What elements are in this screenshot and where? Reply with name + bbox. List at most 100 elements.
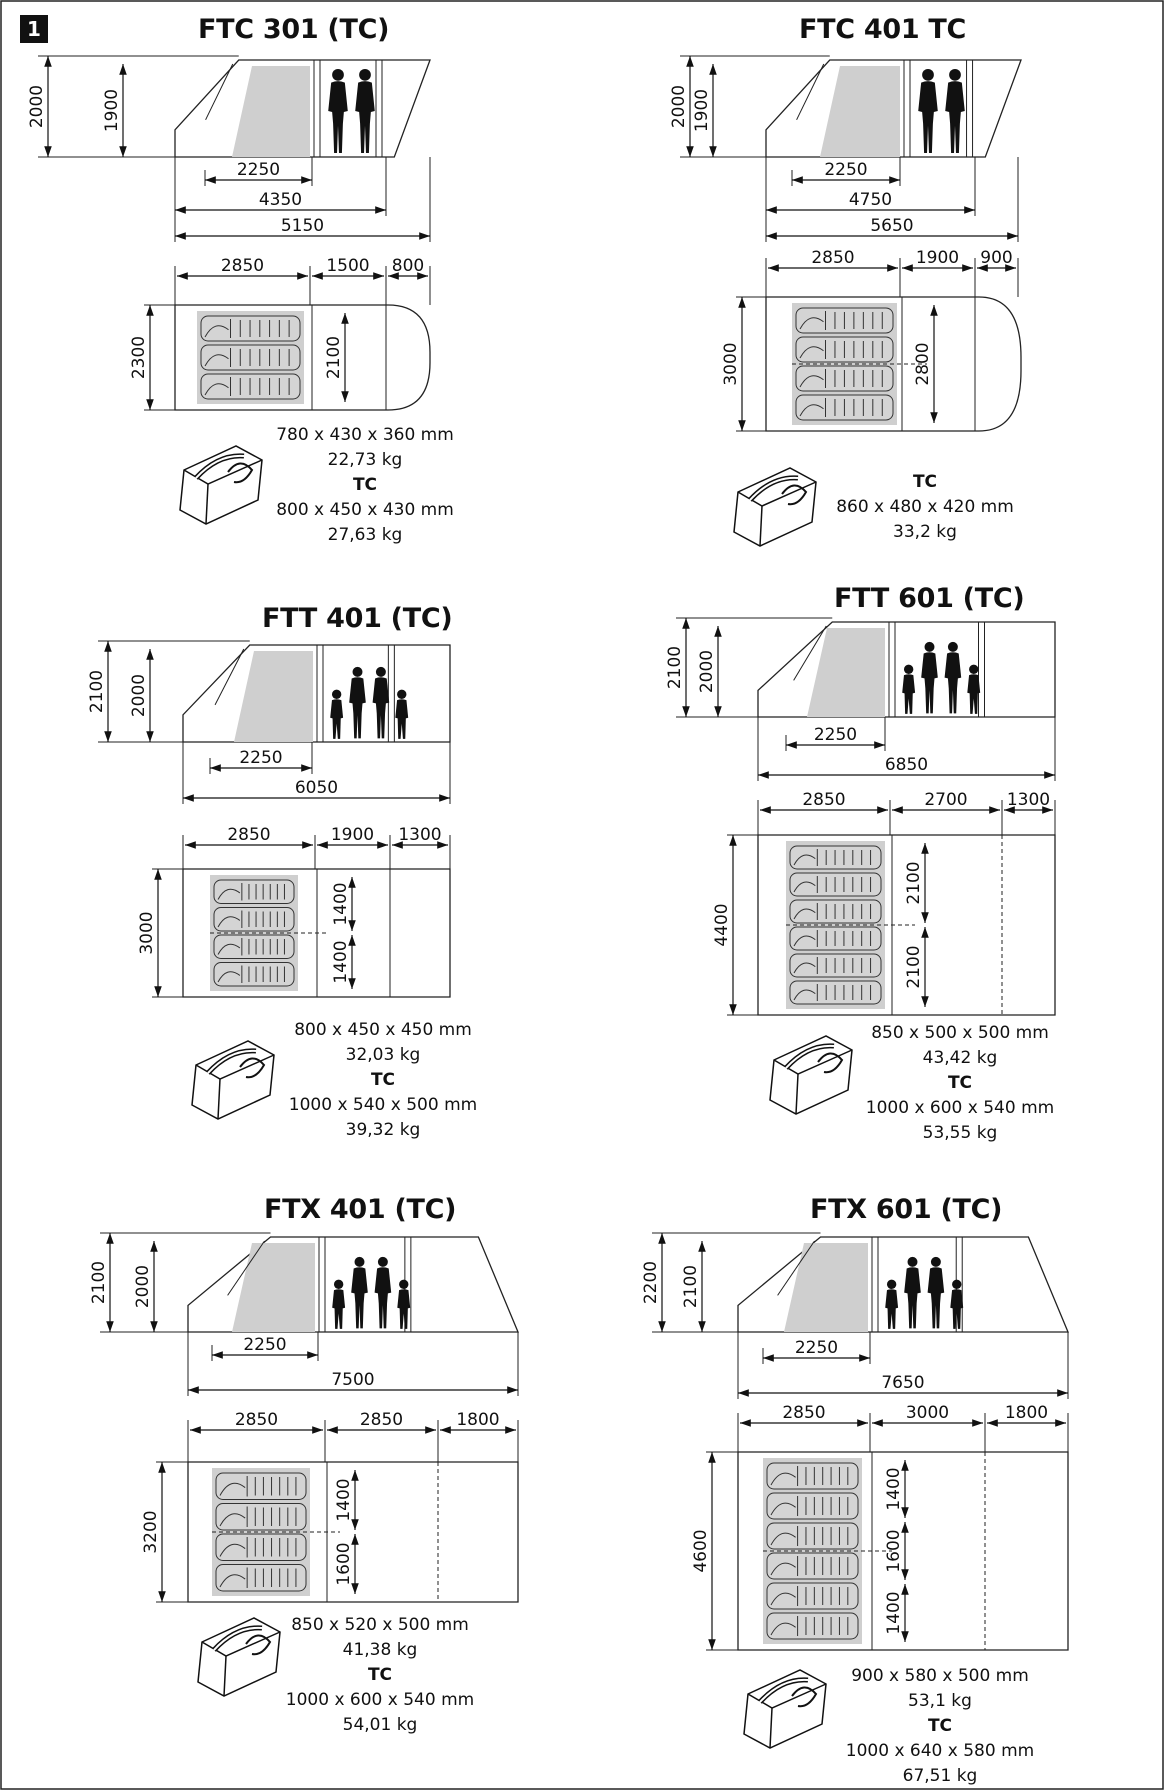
pack-std-dims: 800 x 450 x 450 mm bbox=[294, 1020, 472, 1040]
unit-title-ftt-601: FTT 601 (TC) bbox=[834, 583, 1025, 614]
dimension-label: 2000 bbox=[27, 85, 47, 128]
dimension-label: 2850 bbox=[811, 248, 854, 268]
dimension-label: 4600 bbox=[691, 1529, 711, 1572]
dimension-label: 7500 bbox=[331, 1370, 374, 1390]
dimension-label: 2100 bbox=[904, 945, 924, 988]
dimension-label: 1500 bbox=[326, 256, 369, 276]
pack-spec-ftt-601: 850 x 500 x 500 mm 43,42 kg TC 1000 x 60… bbox=[855, 1021, 1065, 1146]
dimension-label: 3000 bbox=[906, 1403, 949, 1423]
dimension-label: 2300 bbox=[129, 336, 149, 379]
pack-tc-weight: 67,51 kg bbox=[902, 1766, 978, 1786]
dimension-label: 2100 bbox=[87, 670, 107, 713]
dimension-label: 900 bbox=[980, 248, 1012, 268]
dimension-label: 2200 bbox=[641, 1261, 661, 1304]
inner-tent-panel bbox=[234, 651, 313, 742]
pack-tc-dims: 860 x 480 x 420 mm bbox=[836, 497, 1014, 517]
unit-title-ftx-401: FTX 401 (TC) bbox=[264, 1194, 457, 1225]
sleeping-bag-icon bbox=[789, 845, 882, 870]
dimension-label: 6050 bbox=[295, 778, 338, 798]
pack-tc-dims: 1000 x 540 x 500 mm bbox=[288, 1095, 478, 1115]
dimension-label: 3200 bbox=[141, 1510, 161, 1553]
dimension-label: 1400 bbox=[334, 1478, 354, 1521]
dimension-label: 2250 bbox=[239, 748, 282, 768]
dimension-label: 2800 bbox=[913, 342, 933, 385]
dimension-label: 1800 bbox=[1005, 1403, 1048, 1423]
sleeping-bag-icon bbox=[789, 872, 882, 897]
pack-tc-dims: 1000 x 600 x 540 mm bbox=[865, 1098, 1055, 1118]
pack-std-weight: 43,42 kg bbox=[922, 1048, 998, 1068]
dimension-label: 6850 bbox=[885, 755, 928, 775]
pack-tc-label: TC bbox=[927, 1716, 953, 1736]
unit-title-ftx-601: FTX 601 (TC) bbox=[810, 1194, 1003, 1225]
sleeping-bag-icon bbox=[213, 879, 295, 904]
sleeping-bag-icon bbox=[789, 899, 882, 924]
carry-bag-icon bbox=[191, 1040, 275, 1120]
dimension-label: 2100 bbox=[904, 861, 924, 904]
sleeping-bag-icon bbox=[766, 1462, 859, 1490]
dimension-label: 1800 bbox=[456, 1410, 499, 1430]
sleeping-bag-icon bbox=[215, 1564, 307, 1592]
dimension-label: 2850 bbox=[221, 256, 264, 276]
sleeping-bag-icon bbox=[789, 926, 882, 951]
carry-bag-icon bbox=[197, 1617, 281, 1697]
inner-tent-panel bbox=[784, 1243, 868, 1332]
dimension-label: 2100 bbox=[89, 1261, 109, 1304]
unit-title-ftt-401: FTT 401 (TC) bbox=[262, 603, 453, 634]
dimension-label: 2700 bbox=[924, 790, 967, 810]
pack-std-weight: 22,73 kg bbox=[327, 450, 403, 470]
pack-tc-weight: 27,63 kg bbox=[327, 525, 403, 545]
pack-std-dims: 900 x 580 x 500 mm bbox=[851, 1666, 1029, 1686]
dimension-label: 2250 bbox=[237, 160, 280, 180]
pack-std-dims: 850 x 520 x 500 mm bbox=[291, 1615, 469, 1635]
sleeping-bag-icon bbox=[215, 1503, 307, 1531]
carry-bag-icon bbox=[743, 1669, 827, 1749]
pack-std-dims: 850 x 500 x 500 mm bbox=[871, 1023, 1049, 1043]
dimension-label: 2850 bbox=[802, 790, 845, 810]
pack-std-dims: 780 x 430 x 360 mm bbox=[276, 425, 454, 445]
pack-tc-dims: 800 x 450 x 430 mm bbox=[276, 500, 454, 520]
sleeping-bag-icon bbox=[766, 1582, 859, 1610]
dimension-label: 1400 bbox=[884, 1591, 904, 1634]
inner-tent-panel bbox=[807, 628, 885, 717]
sleeping-bag-icon bbox=[215, 1472, 307, 1500]
dimension-label: 2850 bbox=[227, 825, 270, 845]
dimension-label: 2000 bbox=[129, 674, 149, 717]
dimension-label: 800 bbox=[392, 256, 424, 276]
dimension-label: 1900 bbox=[331, 825, 374, 845]
sleeping-bag-icon bbox=[213, 907, 295, 932]
inner-tent-panel bbox=[232, 1243, 315, 1332]
dimension-label: 2850 bbox=[360, 1410, 403, 1430]
page-number-badge: 1 bbox=[20, 15, 48, 43]
pack-tc-weight: 33,2 kg bbox=[893, 522, 957, 542]
pack-spec-ftx-401: 850 x 520 x 500 mm 41,38 kg TC 1000 x 60… bbox=[275, 1613, 485, 1738]
sleeping-bag-icon bbox=[200, 344, 301, 371]
dimension-label: 2100 bbox=[324, 336, 344, 379]
dimension-label: 2000 bbox=[133, 1265, 153, 1308]
pack-spec-ftc-301: 780 x 430 x 360 mm 22,73 kg TC 800 x 450… bbox=[265, 423, 465, 548]
dimension-label: 1300 bbox=[398, 825, 441, 845]
carry-bag-icon bbox=[733, 467, 817, 547]
pack-std-weight: 41,38 kg bbox=[342, 1640, 418, 1660]
dimension-label: 2850 bbox=[782, 1403, 825, 1423]
sleeping-bag-icon bbox=[766, 1612, 859, 1640]
pack-std-weight: 53,1 kg bbox=[908, 1691, 972, 1711]
pack-spec-ftc-401: TC 860 x 480 x 420 mm 33,2 kg bbox=[825, 470, 1025, 545]
pack-tc-weight: 53,55 kg bbox=[922, 1123, 998, 1143]
dimension-label: 5150 bbox=[281, 216, 324, 236]
dimension-label: 4400 bbox=[712, 903, 732, 946]
dimension-label: 5650 bbox=[870, 216, 913, 236]
sleeping-bag-icon bbox=[766, 1552, 859, 1580]
carry-bag-icon bbox=[769, 1035, 853, 1115]
